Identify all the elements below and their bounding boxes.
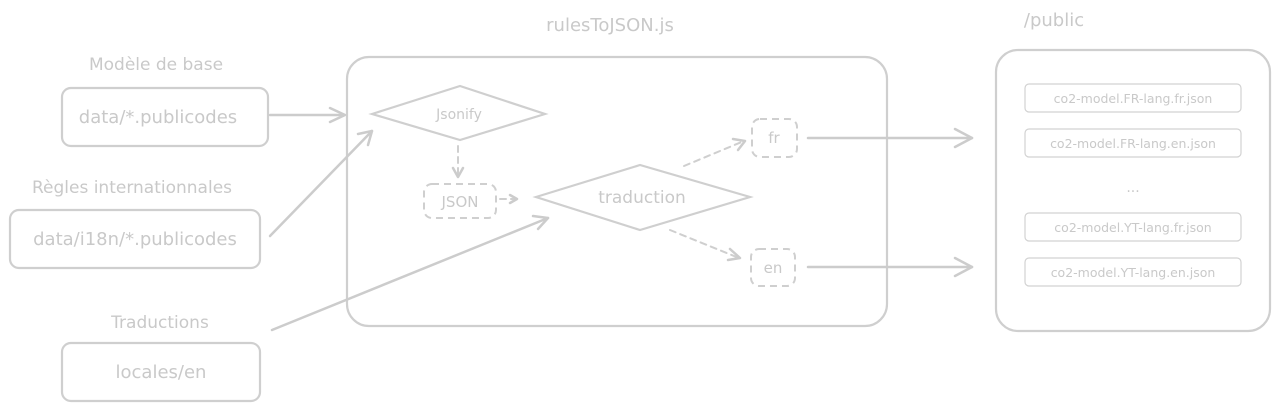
arrow-head — [451, 166, 465, 179]
output-file-4: co2-model.YT-lang.en.json — [1024, 257, 1242, 287]
base-model-box — [60, 86, 270, 148]
arrow-head — [953, 127, 974, 149]
output-file-label: co2-model.YT-lang.en.json — [1051, 265, 1216, 280]
output-file-label: co2-model.FR-lang.en.json — [1050, 136, 1216, 151]
json-box — [423, 183, 497, 219]
arrow-head — [356, 129, 374, 147]
script-container — [345, 55, 889, 328]
traduction-node: traduction — [532, 163, 754, 232]
translations-path: locales/en — [116, 362, 207, 383]
jsonify-diamond — [368, 84, 549, 142]
arrow-translations-to-traduction — [270, 216, 550, 332]
output-container — [994, 48, 1272, 333]
output-file-box — [1024, 212, 1242, 242]
arrow-head — [508, 193, 519, 205]
translations-box — [60, 341, 262, 403]
i18n-rules-node: data/i18n/*.publicodes — [8, 208, 262, 270]
arrow-head — [531, 214, 550, 231]
output-file-box — [1024, 128, 1242, 158]
script-title: rulesToJSON.js — [546, 15, 674, 36]
jsonify-node: Jsonify — [368, 84, 549, 142]
en-label: en — [764, 259, 783, 277]
output-file-label: co2-model.FR-lang.fr.json — [1054, 91, 1213, 106]
fr-node: fr — [751, 118, 798, 158]
fr-box — [751, 118, 798, 158]
output-file-2: co2-model.FR-lang.en.json — [1024, 128, 1242, 158]
output-ellipsis: ... — [1126, 180, 1139, 196]
i18n-rules-path: data/i18n/*.publicodes — [33, 229, 237, 250]
output-file-3: co2-model.YT-lang.fr.json — [1024, 212, 1242, 242]
output-title: /public — [1024, 10, 1084, 31]
json-label: JSON — [441, 193, 479, 211]
i18n-rules-box — [8, 208, 262, 270]
base-model-heading: Modèle de base — [89, 55, 223, 75]
en-node: en — [750, 248, 796, 287]
arrow-traduction-to-fr — [683, 140, 745, 167]
json-node: JSON — [423, 183, 497, 219]
output-file-label: co2-model.YT-lang.fr.json — [1054, 220, 1211, 235]
arrow-head — [328, 106, 347, 124]
base-model-node: data/*.publicodes — [60, 86, 270, 148]
traduction-diamond — [532, 163, 754, 232]
arrow-head — [731, 137, 747, 152]
en-box — [750, 248, 796, 287]
arrow-traduction-to-en — [669, 229, 740, 259]
traduction-label: traduction — [598, 188, 686, 208]
jsonify-label: Jsonify — [435, 107, 482, 123]
i18n-rules-heading: Règles internationnales — [32, 178, 232, 198]
output-file-box — [1024, 83, 1242, 113]
arrow-head — [953, 256, 974, 278]
connectors — [268, 106, 974, 332]
base-model-path: data/*.publicodes — [79, 107, 237, 128]
output-file-box — [1024, 257, 1242, 287]
translations-heading: Traductions — [110, 313, 209, 333]
translations-node: locales/en — [60, 341, 262, 403]
output-file-1: co2-model.FR-lang.fr.json — [1024, 83, 1242, 113]
arrow-head — [726, 247, 742, 262]
arrow-i18n-to-jsonify — [268, 129, 374, 238]
fr-label: fr — [768, 129, 780, 147]
